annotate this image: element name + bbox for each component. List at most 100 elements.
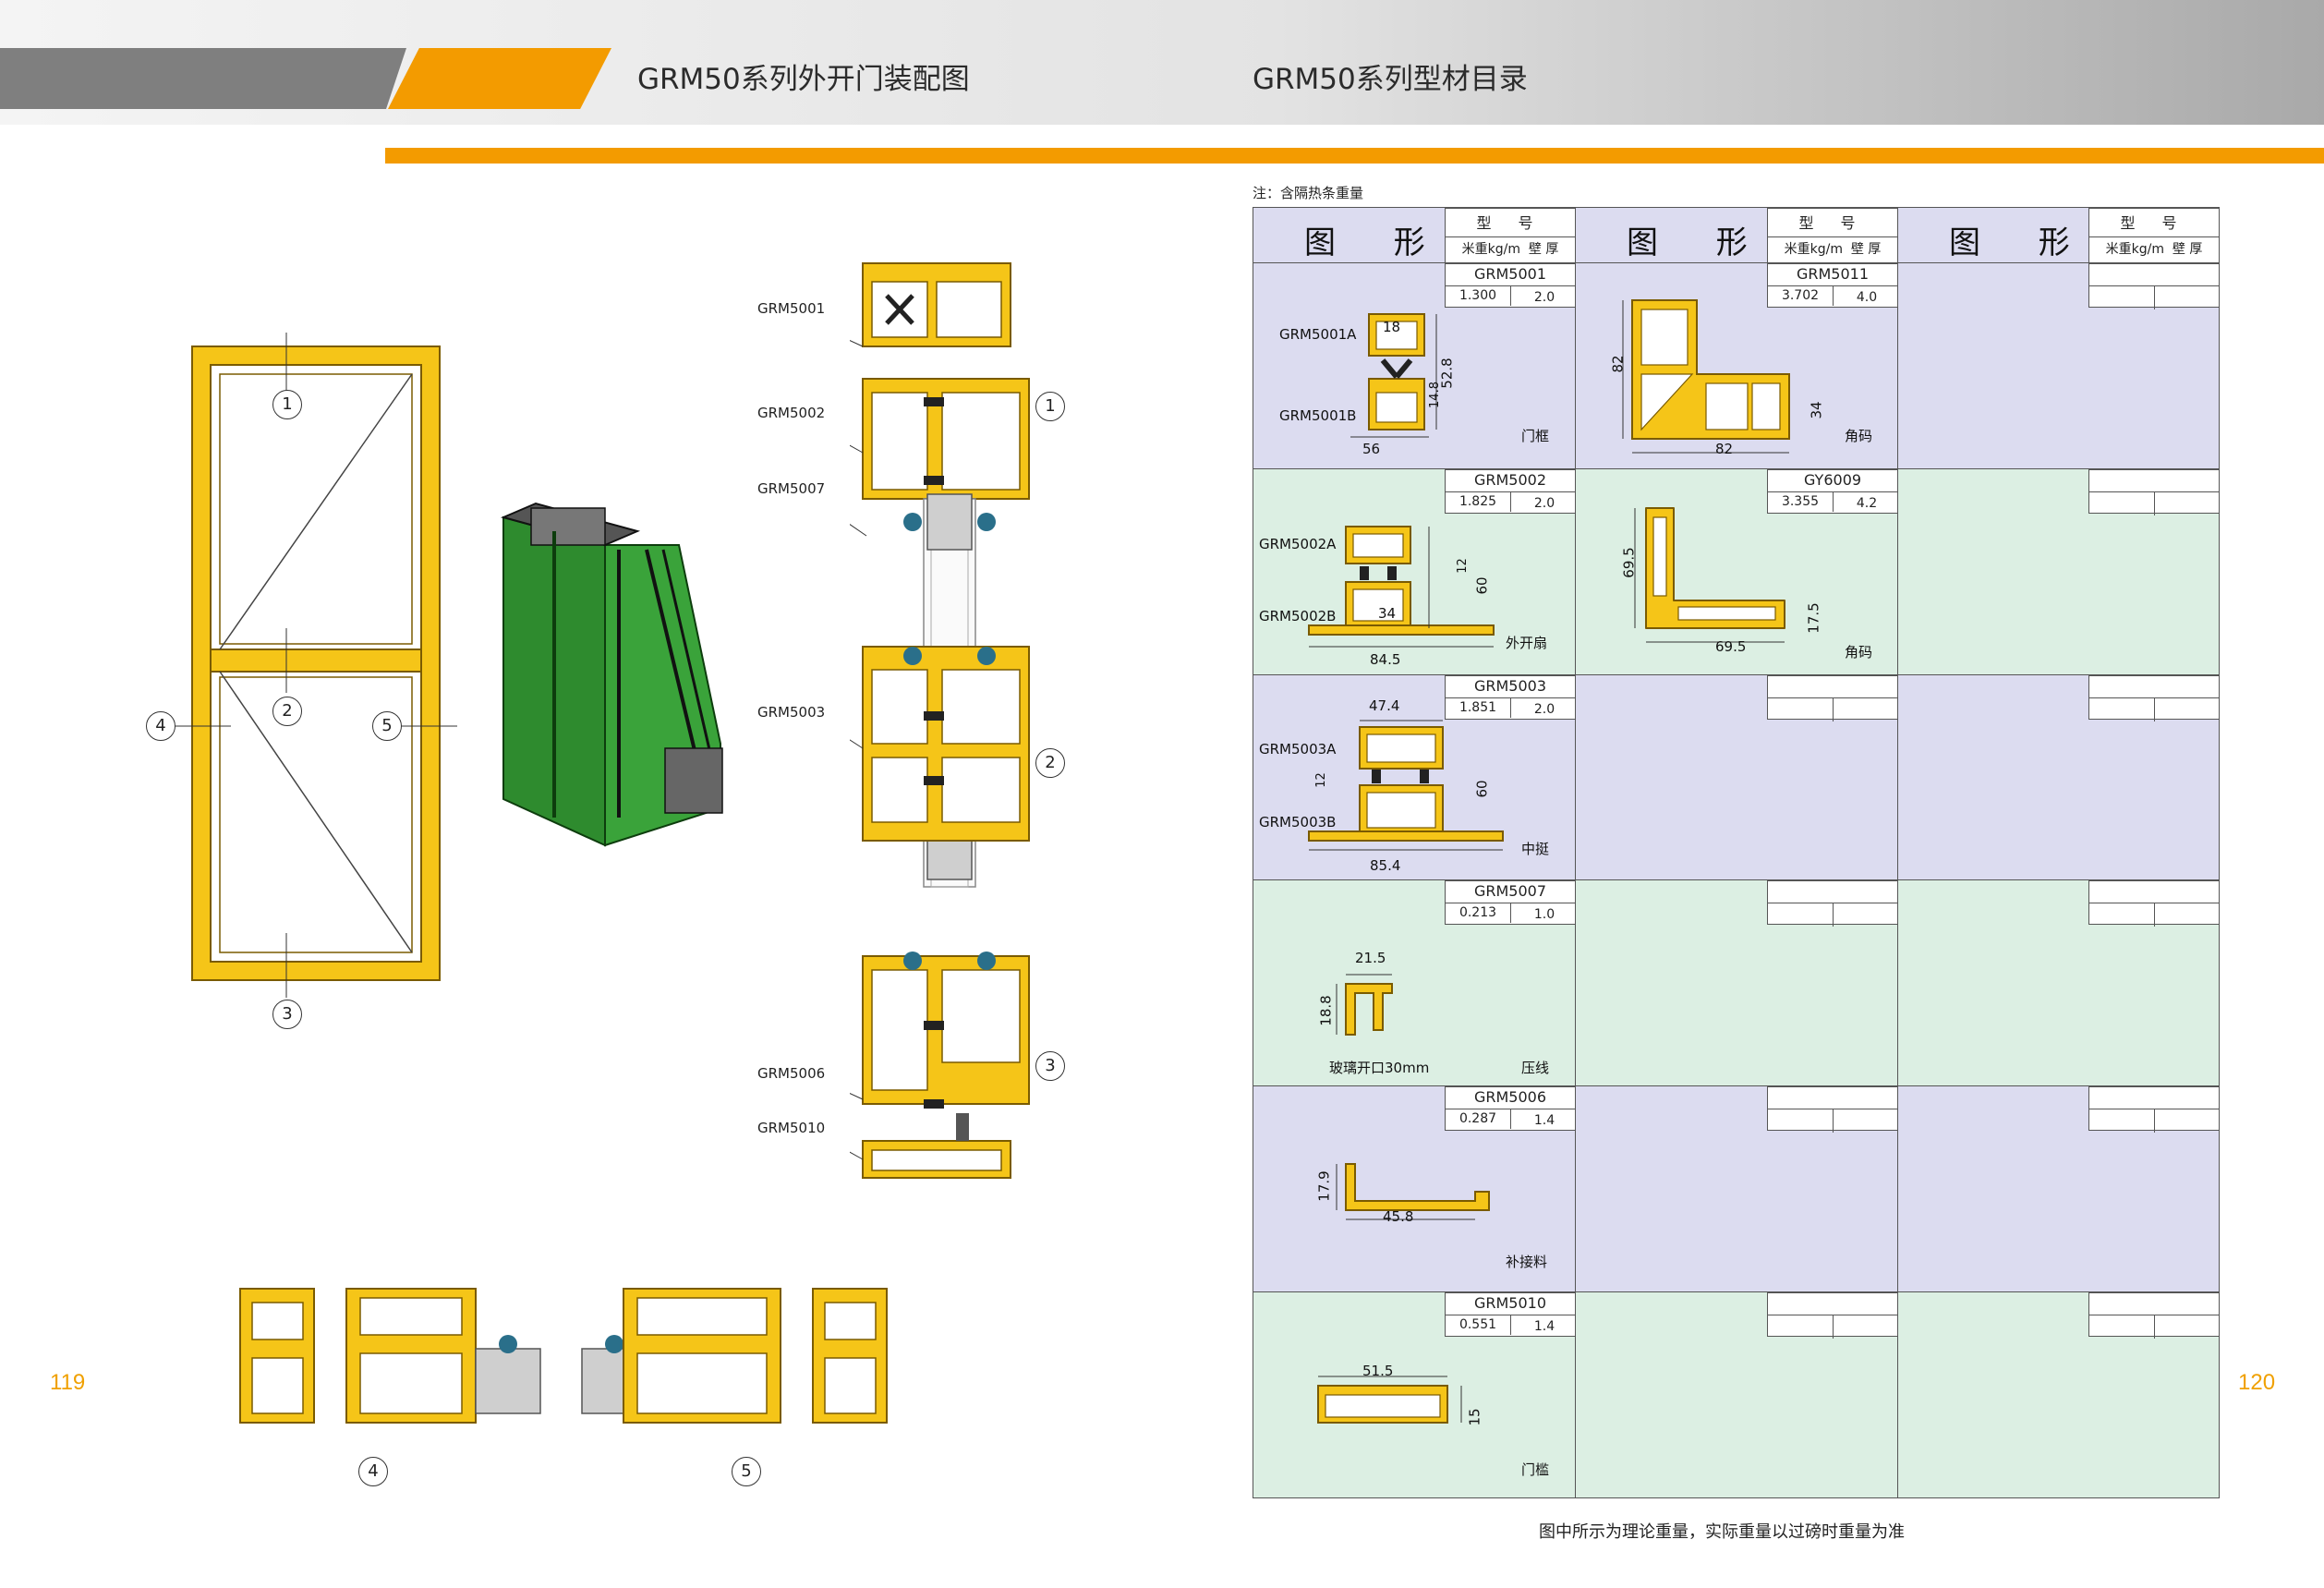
- spec-gy6009: GY6009 3.355 4.2: [1767, 469, 1898, 514]
- spec-empty: [1767, 880, 1898, 927]
- dim-45-8: 45.8: [1383, 1208, 1414, 1225]
- profile-grm5006-drawing: [1336, 1163, 1490, 1220]
- left-page-title: GRM50系列外开门装配图: [637, 63, 970, 96]
- section-mark-3: 3: [272, 1000, 302, 1029]
- spec-header-1: 型 号 米重kg/m 壁 厚: [1445, 208, 1576, 263]
- vertical-section-assembly: [850, 262, 1030, 1179]
- section-mark-1: 1: [272, 390, 302, 419]
- dim-18-8: 18.8: [1317, 995, 1335, 1026]
- glass-opening-note: 玻璃开口30mm: [1329, 1060, 1430, 1076]
- spec-empty: [2088, 263, 2220, 309]
- horizontal-sections: [239, 1288, 888, 1424]
- spec-header-2: 型 号 米重kg/m 壁 厚: [1767, 208, 1898, 263]
- dim-51-5: 51.5: [1362, 1363, 1394, 1379]
- callout-grm5003: GRM5003: [757, 704, 826, 721]
- part-grm5002a: GRM5002A: [1259, 536, 1337, 552]
- profile-grm5002-drawing: [1308, 526, 1495, 648]
- name-grm5003: 中挺: [1521, 841, 1550, 857]
- section-mark-4b: 4: [358, 1457, 388, 1486]
- profile-grm5003-drawing: [1308, 720, 1504, 851]
- page-number-left: 119: [50, 1370, 86, 1395]
- profile-gy6009-drawing: [1634, 507, 1785, 643]
- section-mark-5b: 5: [732, 1457, 761, 1486]
- spec-grm5006: GRM5006 0.287 1.4: [1445, 1086, 1576, 1131]
- dim-34: 34: [1378, 605, 1397, 622]
- door-elevation: [166, 333, 457, 998]
- dim-82-vert: 82: [1609, 355, 1627, 373]
- dim-12b: 12: [1313, 772, 1328, 788]
- name-grm5001: 门框: [1521, 428, 1550, 444]
- part-grm5001b: GRM5001B: [1279, 407, 1357, 424]
- footer-weight-note: 图中所示为理论重量，实际重量以过磅时重量为准: [1539, 1522, 1905, 1542]
- section-mark-4: 4: [146, 711, 176, 741]
- dim-14-8: 14.8: [1427, 382, 1442, 408]
- spec-grm5002: GRM5002 1.825 2.0: [1445, 469, 1576, 514]
- profile-catalog-table: 图 形 图 形 图 形 型 号 米重kg/m 壁 厚 型 号 米重kg/m 壁 …: [1253, 207, 2220, 1498]
- section-mark-5: 5: [372, 711, 402, 741]
- spec-empty: [1767, 1292, 1898, 1339]
- dim-69-5-vert: 69.5: [1620, 547, 1638, 578]
- profile-3d-render: [500, 502, 723, 847]
- name-grm5002: 外开扇: [1506, 635, 1548, 651]
- spec-empty: [1767, 1086, 1898, 1133]
- part-grm5003a: GRM5003A: [1259, 741, 1337, 758]
- page-number-right: 120: [2238, 1370, 2276, 1395]
- section-mark-2: 2: [272, 697, 302, 726]
- right-page-title: GRM50系列型材目录: [1253, 63, 1528, 96]
- spec-grm5001: GRM5001 1.300 2.0: [1445, 263, 1576, 308]
- profile-grm5007-drawing: [1336, 974, 1393, 1036]
- part-grm5003b: GRM5003B: [1259, 814, 1337, 830]
- figure-header-3: 图 形: [1949, 224, 2094, 261]
- dim-21-5: 21.5: [1355, 950, 1386, 966]
- header-orange-accent: [388, 48, 611, 109]
- spec-grm5010: GRM5010 0.551 1.4: [1445, 1292, 1576, 1337]
- dim-18: 18: [1383, 319, 1401, 335]
- profile-grm5011-drawing: [1622, 299, 1790, 454]
- dim-12: 12: [1455, 558, 1470, 574]
- spec-grm5007: GRM5007 0.213 1.0: [1445, 880, 1576, 925]
- callout-grm5006: GRM5006: [757, 1065, 826, 1082]
- spec-empty: [2088, 1086, 2220, 1133]
- part-grm5002b: GRM5002B: [1259, 608, 1337, 624]
- callout-grm5007: GRM5007: [757, 480, 826, 497]
- profile-grm5010-drawing: [1317, 1376, 1462, 1424]
- name-grm5006: 补接料: [1506, 1254, 1548, 1270]
- header-grey-bar: [0, 48, 406, 109]
- name-grm5007: 压线: [1521, 1060, 1550, 1076]
- dim-56: 56: [1362, 441, 1381, 457]
- spec-empty: [1767, 675, 1898, 721]
- spec-empty: [2088, 469, 2220, 515]
- spec-grm5003: GRM5003 1.851 2.0: [1445, 675, 1576, 720]
- profile-grm5001-drawing: [1350, 313, 1437, 438]
- section-mark-1b: 1: [1035, 392, 1065, 421]
- dim-47-4: 47.4: [1369, 697, 1400, 714]
- dim-60: 60: [1473, 576, 1491, 595]
- spec-empty: [2088, 880, 2220, 927]
- dim-69-5-horiz: 69.5: [1715, 638, 1747, 655]
- dim-85-4: 85.4: [1370, 857, 1401, 874]
- section-mark-2b: 2: [1035, 748, 1065, 778]
- callout-grm5002: GRM5002: [757, 405, 826, 421]
- dim-15: 15: [1466, 1408, 1483, 1426]
- name-gy6009: 角码: [1845, 644, 1873, 661]
- callout-grm5010: GRM5010: [757, 1120, 826, 1136]
- part-grm5001a: GRM5001A: [1279, 326, 1357, 343]
- spec-empty: [2088, 1292, 2220, 1339]
- callout-grm5001: GRM5001: [757, 300, 826, 317]
- dim-84-5: 84.5: [1370, 651, 1401, 668]
- figure-header-1: 图 形: [1304, 224, 1449, 261]
- dim-34b: 34: [1808, 401, 1825, 419]
- name-grm5010: 门槛: [1521, 1461, 1550, 1478]
- orange-divider: [385, 148, 2324, 164]
- name-grm5011: 角码: [1845, 428, 1873, 444]
- dim-17-9: 17.9: [1315, 1170, 1333, 1202]
- dim-82-horiz: 82: [1715, 441, 1734, 457]
- spec-empty: [2088, 675, 2220, 721]
- section-mark-3b: 3: [1035, 1051, 1065, 1081]
- dim-60b: 60: [1473, 780, 1491, 798]
- spec-grm5011: GRM5011 3.702 4.0: [1767, 263, 1898, 308]
- dim-17-5: 17.5: [1805, 602, 1822, 634]
- figure-header-2: 图 形: [1627, 224, 1772, 261]
- catalog-note: 注：含隔热条重量: [1253, 185, 1364, 201]
- spec-header-3: 型 号 米重kg/m 壁 厚: [2088, 208, 2220, 263]
